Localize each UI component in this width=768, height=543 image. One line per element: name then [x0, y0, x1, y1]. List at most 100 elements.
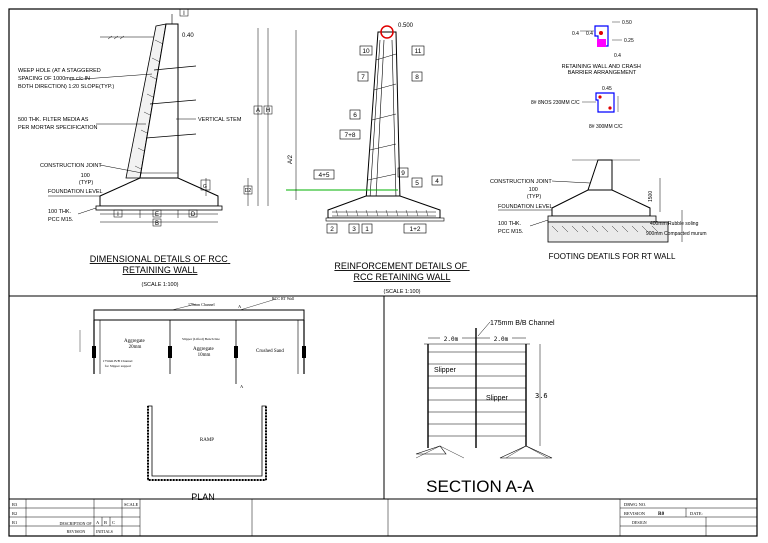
bar-mark-1-2: 1+2: [409, 226, 420, 233]
section-dim-left: 2.0m: [444, 336, 459, 343]
col-a: A: [96, 520, 100, 525]
plan-rt-wall-label: RCC RT Wall: [272, 296, 295, 301]
bar-mark-6-upper: 6: [353, 112, 357, 119]
plan-title: PLAN: [191, 492, 215, 502]
base-slab: [99, 177, 219, 207]
pcc-note: 100 THK. PCC M15.: [48, 209, 74, 223]
footing-details-title: FOOTING DEATILS FOR RT WALL: [549, 252, 676, 261]
scale-label: SCALE: [124, 502, 139, 507]
dim-label-g: G: [203, 184, 207, 190]
dim-label-d2: D2: [245, 188, 252, 194]
filter-media-note: 500 THK. FILTER MEDIA AS PER MORTAR SPEC…: [18, 117, 97, 131]
dim-label-a: A: [256, 108, 260, 114]
bar-mark-10: 10: [362, 48, 370, 55]
rev-r2: R2: [12, 511, 17, 516]
rev-r1: R1: [12, 520, 17, 525]
rubble-soling-layer: [547, 215, 657, 223]
base-reinforcement-outline: [327, 195, 441, 219]
plan-section-mark-top: A: [238, 304, 242, 309]
drwg-no-label: DRWG NO.: [624, 502, 646, 507]
reinforcement-details-panel: A/2 0.500 10 11 7 8 6 7+8 4+5 4 5 9 2 3 …: [286, 23, 469, 295]
section-a-a-panel: 2.0m 2.0m 3.6 175mm B/B Channel Slipper …: [415, 320, 555, 496]
section-height-label: 3.6: [535, 392, 548, 400]
footing-typ-dim-note: 100 (TYP): [527, 187, 542, 200]
bar-spec-1: 8# 8NOS 230MM C/C: [531, 100, 580, 106]
bar-mark-5: 5: [415, 180, 419, 187]
description-of-revision: DESCRIPTION OF REVISION: [59, 521, 92, 534]
aggregate-10-label: Aggregate 10mm: [193, 347, 215, 358]
crushed-sand-label: Crushed Sand: [256, 349, 284, 354]
dim-value-top: 0.40: [182, 33, 194, 39]
plan-panel: 175mm Channel RCC RT Wall A A Aggregate …: [79, 296, 306, 502]
section-a-a-title: SECTION A-A: [426, 477, 534, 496]
dimensional-details-title: DIMENSIONAL DETAILS OF RCC RETAINING WAL…: [90, 254, 231, 275]
bar-mark-2: 2: [330, 226, 334, 233]
aggregate-20-label: Aggregate 20mm: [124, 339, 146, 350]
crash-dim-1: 0.50: [622, 20, 632, 26]
typ-dim-note: 100 (TYP): [79, 173, 94, 186]
slipper-bench-note: Slipper (Lifted) Bench line: [182, 337, 220, 341]
dim-label-h: H: [266, 108, 270, 114]
section-slipper-2: Slipper: [486, 395, 508, 402]
col-b: B: [104, 520, 107, 525]
bar-spec-2: 8# 300MM C/C: [589, 124, 623, 130]
bar-mark-1: 1: [365, 226, 369, 233]
reinforcement-details-title: REINFORCEMENT DETAILS OF RCC RETAINING W…: [334, 261, 469, 282]
crash-dim-4: 0.25: [624, 38, 634, 44]
crash-barrier-fill: [597, 39, 606, 47]
murum-note: 900mm Compacted murum: [646, 231, 707, 237]
construction-joint-note: CONSTRUCTION JOINT: [40, 163, 102, 169]
vertical-stem-note: VERTICAL STEM: [198, 117, 242, 123]
plan-top-channel: [93, 309, 305, 321]
sheet-border: [8, 8, 758, 537]
weep-hole-note: WEEP HOLE (AT A STAGGERED SPACING OF 100…: [18, 68, 114, 90]
reinforcement-details-scale: (SCALE 1:100): [384, 289, 421, 295]
title-block: R3 R2 R1 SCALE A B C DESCRIPTION OF REVI…: [9, 498, 757, 536]
revision-label: REVISION: [624, 511, 646, 516]
crash-dim-3: 0.4: [586, 31, 593, 37]
plan-channel-support-note: 175mm B/B Channel for Slipper support: [103, 359, 134, 368]
section-channel-label: 175mm B/B Channel: [490, 320, 555, 327]
crash-dim-5: 0.4: [614, 53, 621, 59]
date-label: DATE:: [690, 511, 703, 516]
footing-pcc-note: 100 THK. PCC M15.: [498, 221, 524, 235]
revision-value: R0: [658, 512, 665, 517]
bar-mark-4-5: 4+5: [318, 172, 329, 179]
col-c: C: [112, 520, 115, 525]
bar-mark-4: 4: [435, 178, 439, 185]
bar-mark-7-8: 7+8: [344, 132, 355, 139]
footing-depth-label: 1500: [648, 191, 654, 202]
dim-label-d: D: [191, 212, 196, 218]
plan-channel-label: 175mm Channel: [188, 302, 215, 307]
plan-section-mark-bottom: A: [240, 384, 244, 389]
footing-stem: [587, 159, 613, 191]
footing-base: [551, 189, 651, 217]
dimensional-details-panel: I 0.40 I E D B A H G D2 WEEP HOLE (AT A …: [18, 8, 273, 288]
dim-label-b: B: [155, 221, 159, 227]
dim-label-i: I: [117, 212, 119, 218]
rev-r3: R3: [12, 502, 18, 507]
rubble-soling-note: 400mm Rubble soling: [650, 221, 699, 227]
footing-construction-joint-note: CONSTRUCTION JOINT: [490, 179, 552, 185]
ramp-label: RAMP: [200, 438, 214, 443]
bar-detail-section: [595, 92, 615, 113]
dimensional-details-scale: (SCALE 1:100): [142, 282, 179, 288]
crash-dim-2: 0.4: [572, 31, 579, 37]
top-detail-circle: [380, 25, 394, 39]
top-dim-label: 0.500: [398, 23, 414, 29]
crash-barrier-title: RETAINING WALL AND CRASH BARRIER ARRANGE…: [562, 64, 643, 76]
pcc-layer: [95, 205, 223, 211]
foundation-level-note: FOUNDATION LEVEL: [48, 189, 103, 195]
bar-mark-7: 7: [361, 74, 365, 81]
dim-label-i-top: I: [183, 11, 185, 17]
bar-mark-8: 8: [415, 74, 419, 81]
slipper-panels: [428, 351, 526, 437]
dim-label-e: E: [155, 212, 159, 218]
initials-label: INITIALS: [96, 529, 113, 534]
design-label: DESIGN: [632, 520, 647, 525]
ramp-outline: [147, 405, 267, 481]
bar-detail-dim: 0.45: [602, 86, 612, 92]
bar-mark-11: 11: [415, 48, 422, 55]
section-dim-right: 2.0m: [494, 336, 509, 343]
